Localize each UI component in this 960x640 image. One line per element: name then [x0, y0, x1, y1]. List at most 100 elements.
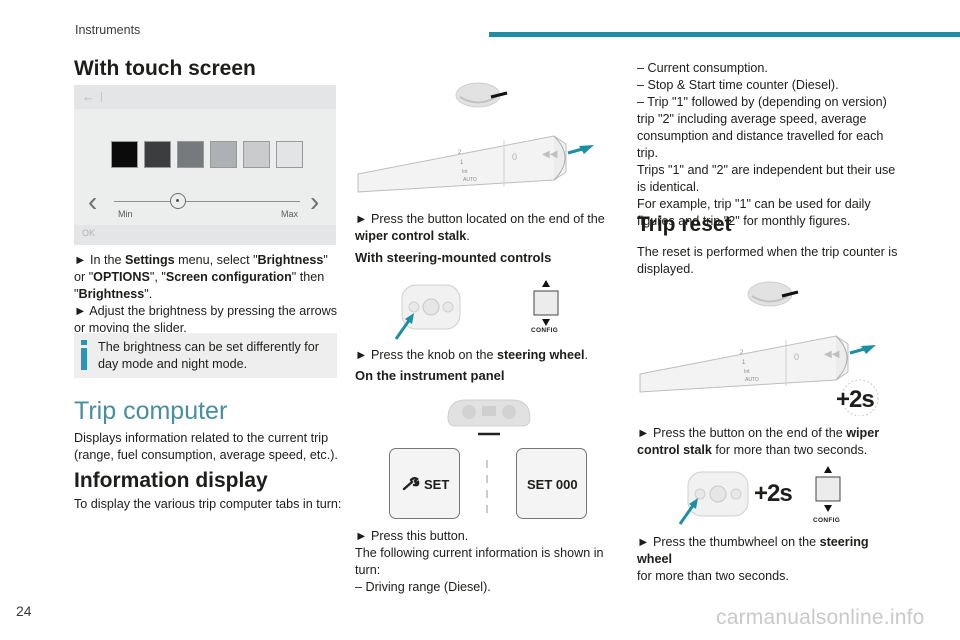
trip-text-line1: Displays information related to the curr… — [74, 431, 329, 445]
trip-reset-text: The reset is performed when the trip cou… — [637, 244, 907, 278]
reset-text-line1: The reset is performed when the trip cou… — [637, 245, 898, 259]
list-line-9: figures and trip "2" for monthly figures… — [637, 214, 851, 228]
stalk-body: 2 1 Int AUTO 0 ◀◀ — [639, 335, 849, 393]
step-settings-line1: ► In the Settings menu, select "Brightne… — [74, 253, 328, 267]
list-line-4: trip "2" including average speed, averag… — [637, 112, 867, 126]
slider-knob-dot — [176, 199, 179, 202]
thumbwheel-step: ► Press the thumbwheel on the steering w… — [637, 534, 907, 585]
set-000-label: SET 000 — [527, 477, 578, 492]
svg-text:1: 1 — [460, 160, 464, 166]
stalk-step-line1: ► Press the button located on the end of… — [355, 212, 605, 226]
info-note: The brightness can be set differently fo… — [74, 333, 337, 378]
instrument-panel-heading: On the instrument panel — [355, 368, 505, 383]
information-display-heading: Information display — [74, 469, 268, 492]
stalk-body: 2 1 Int AUTO 0 ◀◀ — [357, 135, 567, 193]
stalk-reset-step: ► Press the button on the end of the wip… — [637, 425, 907, 459]
pointer-arrow-icon — [678, 503, 696, 525]
panel-line-2: The following current information is sho… — [355, 546, 604, 560]
svg-text:2: 2 — [458, 150, 462, 156]
config-button-illustration-2 — [815, 466, 841, 512]
config-label: CONFIG — [531, 327, 559, 334]
svg-text:Int: Int — [744, 369, 750, 375]
swatch-2 — [144, 141, 171, 168]
thumb-step-line1: ► Press the thumbwheel on the steering w… — [637, 535, 869, 566]
list-line-7: is identical. — [637, 180, 700, 194]
step-adjust-line2: or moving the slider. — [74, 321, 187, 335]
set-button-illustration: SET — [389, 448, 460, 519]
touch-screen-heading: With touch screen — [74, 57, 256, 80]
panel-line-4: – Driving range (Diesel). — [355, 580, 491, 594]
config-label-2: CONFIG — [813, 517, 841, 524]
brightness-steps: ► In the Settings menu, select "Brightne… — [74, 252, 339, 337]
brightness-screen-illustration: ← ‹ › Min Max OK — [74, 85, 336, 245]
list-line-3: – Trip "1" followed by (depending on ver… — [637, 95, 887, 109]
reset-text-line2: displayed. — [637, 262, 694, 276]
trip-reset-heading: Trip reset — [637, 213, 732, 236]
screen-bottom-bar — [74, 225, 336, 245]
section-header: Instruments — [75, 23, 141, 37]
wrench-icon — [402, 477, 420, 491]
set-label: SET — [424, 477, 450, 492]
panel-step-text: ► Press this button. The following curre… — [355, 528, 620, 596]
information-display-text: To display the various trip computer tab… — [74, 497, 342, 511]
svg-text:AUTO: AUTO — [745, 377, 759, 383]
steering-wheel-icon — [455, 82, 508, 108]
step-adjust-line1: ► Adjust the brightness by pressing the … — [74, 304, 338, 318]
svg-text:1: 1 — [742, 360, 746, 366]
step-settings-line3: "Brightness". — [74, 287, 153, 301]
stalk-step-line2: wiper control stalk. — [355, 229, 470, 243]
info-note-text: The brightness can be set differently fo… — [98, 340, 319, 371]
plus-2s-label: +2s — [836, 386, 875, 413]
screen-top-bar — [74, 85, 336, 109]
list-line-5: consumption and distance travelled for e… — [637, 129, 884, 160]
config-button-illustration — [533, 280, 559, 326]
pointer-arrow-icon — [394, 318, 412, 340]
list-line-6: Trips "1" and "2" are independent but th… — [637, 163, 896, 177]
stalk-step: ► Press the button located on the end of… — [355, 211, 620, 245]
reset-step-line2: control stalk for more than two seconds. — [637, 443, 868, 457]
steering-wheel-icon — [747, 281, 799, 307]
header-accent-bar — [489, 32, 960, 37]
svg-text:Int: Int — [462, 169, 468, 175]
reset-step-line1: ► Press the button on the end of the wip… — [637, 426, 880, 440]
slider-min-label: Min — [118, 209, 133, 219]
thumb-step-line2: for more than two seconds. — [637, 569, 789, 583]
svg-text:2: 2 — [740, 350, 744, 356]
list-line-2: – Stop & Start time counter (Diesel). — [637, 78, 839, 92]
trip-computer-text: Displays information related to the curr… — [74, 430, 339, 464]
svg-text:0: 0 — [794, 352, 799, 362]
screen-divider — [101, 92, 102, 102]
plus-2s-label-2: +2s — [754, 480, 793, 507]
ok-label: OK — [82, 228, 96, 238]
watermark: carmanualsonline.info — [716, 606, 925, 629]
swatch-6 — [276, 141, 303, 168]
swatch-1 — [111, 141, 138, 168]
swatch-5 — [243, 141, 270, 168]
trip-list: – Current consumption. – Stop & Start ti… — [637, 60, 907, 230]
svg-text:0: 0 — [512, 152, 517, 162]
timer-dial-icon — [841, 379, 879, 416]
svg-text:AUTO: AUTO — [463, 177, 477, 183]
svg-text:◀◀: ◀◀ — [542, 149, 558, 160]
svg-text:◀◀: ◀◀ — [824, 349, 840, 360]
trip-text-line2: (range, fuel consumption, average speed,… — [74, 448, 338, 462]
steering-step: ► Press the knob on the steering wheel. — [355, 348, 588, 362]
steering-wheel-controls-illustration — [394, 284, 461, 340]
steering-controls-heading: With steering-mounted controls — [355, 250, 552, 265]
wiper-stalk-reset-illustration: 2 1 Int AUTO 0 ◀◀ — [639, 281, 879, 416]
panel-line-1: ► Press this button. — [355, 529, 469, 543]
instrument-cluster-icon — [447, 399, 531, 436]
panel-line-3: turn: — [355, 563, 381, 577]
dashed-separator — [486, 460, 488, 516]
wiper-stalk-illustration: 2 1 Int AUTO 0 ◀◀ — [357, 82, 594, 193]
chevron-right-icon: › — [310, 186, 320, 217]
swatch-4 — [210, 141, 237, 168]
list-line-8: For example, trip "1" can be used for da… — [637, 197, 871, 211]
step-settings-line2: or "OPTIONS", "Screen configuration" the… — [74, 270, 325, 284]
swatch-3 — [177, 141, 204, 168]
set-000-button-illustration: SET 000 — [516, 448, 587, 519]
brightness-slider-track — [114, 201, 300, 202]
trip-computer-heading: Trip computer — [74, 397, 228, 425]
slider-max-label: Max — [281, 209, 299, 219]
info-icon — [81, 340, 87, 370]
